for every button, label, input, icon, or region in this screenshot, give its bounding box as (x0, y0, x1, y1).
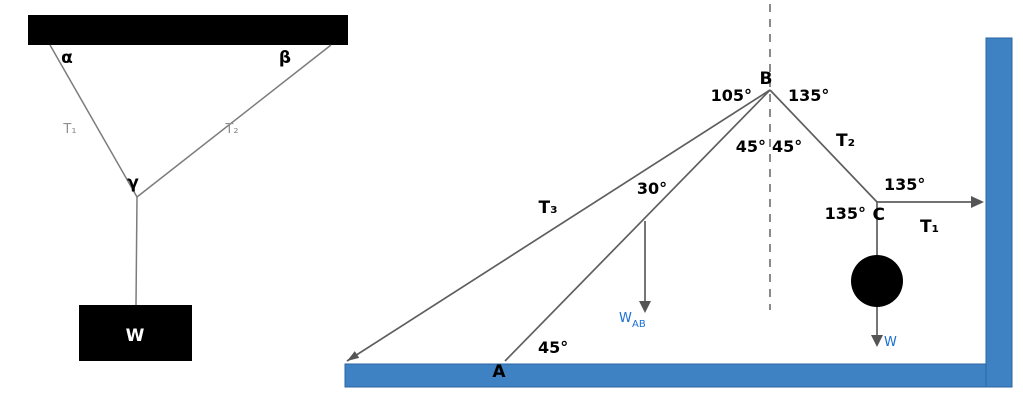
t3-tension-label: T₃ (538, 198, 557, 218)
angle-45-a-label: 45° (538, 338, 568, 357)
t1-tension-label: T₁ (920, 217, 939, 237)
hanging-ball (851, 255, 903, 307)
ab-weight-label-base: W (619, 311, 632, 326)
angle-45-inner-right-label: 45° (772, 137, 802, 156)
t1-arrowhead (971, 196, 984, 208)
angle-135-c-upper-label: 135° (884, 175, 925, 194)
right-diagram: B C A T₁ T₂ T₃ 105° 135° 45° 45° 135° 13… (344, 4, 1013, 388)
floor-beam (344, 363, 1013, 388)
angle-45-inner-left-label: 45° (736, 137, 766, 156)
angle-105-label: 105° (711, 86, 752, 105)
rope-t2-line (136, 44, 332, 198)
weight-box-label: W (126, 326, 145, 346)
ab-weight-label-sub: AB (632, 319, 646, 330)
wall-beam (985, 37, 1013, 388)
beta-angle-label: β (279, 48, 291, 68)
rope-weight-line (135, 196, 138, 306)
ab-weight-arrowhead (639, 301, 651, 313)
angle-30-label: 30° (637, 179, 667, 198)
ball-weight-label: W (884, 335, 897, 350)
left-diagram: α β γ T₁ T₂ W (28, 15, 348, 361)
t3-arrowhead (347, 351, 360, 361)
weight-box (79, 305, 192, 361)
point-a-label: A (492, 362, 506, 382)
rope-t1-line (49, 44, 138, 198)
angle-135-b-label: 135° (788, 86, 829, 105)
t2-tension-label: T₂ (836, 131, 855, 151)
t1-rope-label: T₁ (62, 122, 76, 137)
ball-weight-arrowhead (871, 335, 883, 347)
point-c-label: C (873, 205, 885, 225)
t3-cable-line (346, 89, 771, 362)
alpha-angle-label: α (61, 48, 73, 68)
ab-member-line (504, 89, 771, 362)
t2-rope-label: T₂ (224, 122, 238, 137)
ceiling-bar (28, 15, 348, 45)
angle-135-c-lower-label: 135° (825, 204, 866, 223)
gamma-junction-label: γ (127, 173, 139, 193)
point-b-label: B (760, 69, 773, 89)
t2-cable-line (769, 89, 878, 203)
